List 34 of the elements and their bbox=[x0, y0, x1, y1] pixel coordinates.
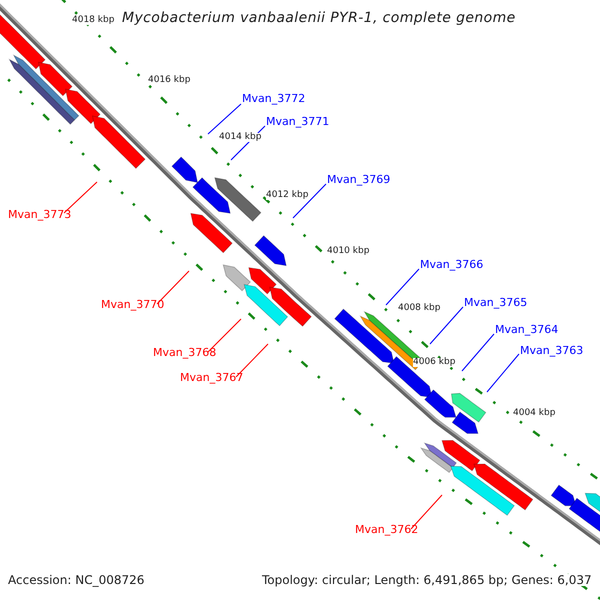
scale-label: 4004 kbp bbox=[513, 408, 556, 418]
leader-line bbox=[292, 184, 326, 218]
leader-line bbox=[410, 494, 442, 530]
gene-label: Mvan_3767 bbox=[180, 372, 244, 383]
gene-label: Mvan_3770 bbox=[101, 299, 164, 310]
leader-line bbox=[208, 104, 242, 134]
leader-line bbox=[386, 268, 420, 306]
scale-label: 4008 kbp bbox=[398, 304, 440, 312]
gene-label: Mvan_3763 bbox=[520, 345, 584, 356]
leader-line bbox=[156, 270, 190, 304]
leader-line bbox=[64, 182, 98, 214]
leader-line bbox=[236, 344, 268, 378]
scale-label: 4012 kbp bbox=[266, 190, 308, 200]
scale-label: 4014 kbp bbox=[219, 132, 262, 142]
gene-label: Mvan_3772 bbox=[242, 93, 306, 104]
footer-text: Topology: circular; Length: 6,491,865 bp; Genes: 6,037 bbox=[262, 574, 592, 586]
gene-label: Mvan_3762 bbox=[355, 524, 418, 535]
leader-line bbox=[208, 318, 242, 352]
scale-label: 4016 kbp bbox=[148, 76, 190, 84]
gene-label: Mvan_3773 bbox=[8, 209, 72, 220]
scale-label: 4006 kbp bbox=[413, 358, 456, 366]
title: Mycobacterium vanbaalenii PYR-1, complete genome bbox=[122, 11, 516, 25]
gene-label: Mvan_3769 bbox=[327, 174, 390, 185]
leader-line bbox=[430, 306, 464, 344]
gene-label: Mvan_3771 bbox=[266, 116, 330, 127]
gene-label: Mvan_3768 bbox=[153, 347, 216, 358]
gene-label: Mvan_3765 bbox=[464, 297, 528, 308]
footer-text: Accession: NC_008726 bbox=[8, 574, 144, 586]
gene-label: Mvan_3764 bbox=[495, 324, 558, 335]
leader-line bbox=[486, 354, 520, 392]
leader-line bbox=[462, 334, 494, 372]
scale-label: 4010 kbp bbox=[327, 246, 370, 256]
scale-label: 4018 kbp bbox=[72, 16, 114, 24]
gene-label: Mvan_3766 bbox=[420, 259, 484, 270]
